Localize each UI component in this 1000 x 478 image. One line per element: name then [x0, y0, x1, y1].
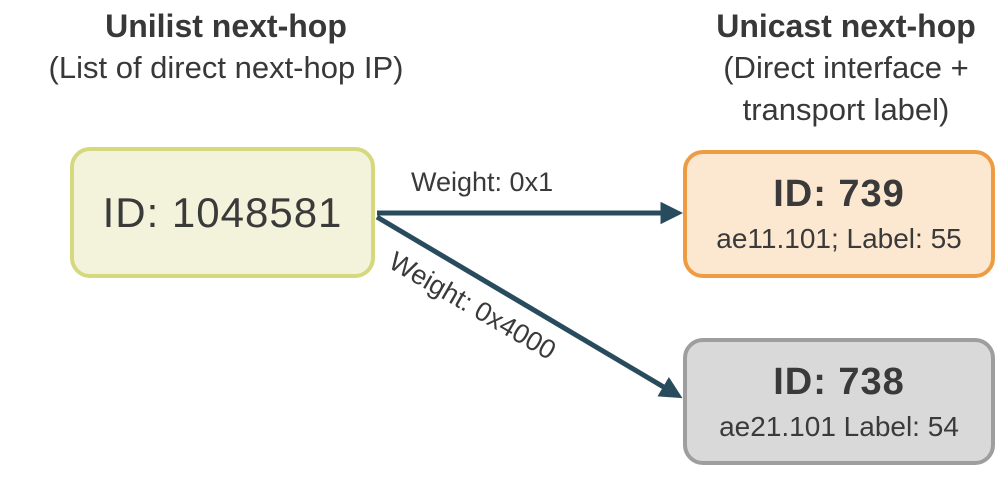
unilist-header: Unilist next-hop (List of direct next-ho… [0, 5, 452, 89]
edge-label-weight-0x4000: Weight: 0x4000 [384, 246, 562, 366]
node-unicast-739: ID: 739 ae11.101; Label: 55 [683, 150, 995, 278]
node-interface-label: ae21.101 Label: 54 [719, 410, 959, 442]
node-unilist-1048581: ID: 1048581 [70, 147, 375, 278]
unilist-subtitle: (List of direct next-hop IP) [48, 50, 404, 85]
unicast-subtitle: (Direct interface + transport label) [723, 50, 969, 127]
unilist-title: Unilist next-hop [105, 8, 347, 44]
node-id-label: ID: 1048581 [102, 188, 343, 236]
edge-label-weight-0x1: Weight: 0x1 [411, 167, 554, 197]
node-interface-label: ae11.101; Label: 55 [716, 223, 962, 254]
node-unicast-738: ID: 738 ae21.101 Label: 54 [683, 338, 995, 465]
unicast-title: Unicast next-hop [716, 8, 976, 44]
node-id-label: ID: 738 [773, 360, 905, 403]
edge-weight-0x4000-arrow [375, 214, 683, 399]
node-id-label: ID: 739 [773, 173, 905, 215]
unicast-header: Unicast next-hop (Direct interface + tra… [690, 5, 1000, 131]
